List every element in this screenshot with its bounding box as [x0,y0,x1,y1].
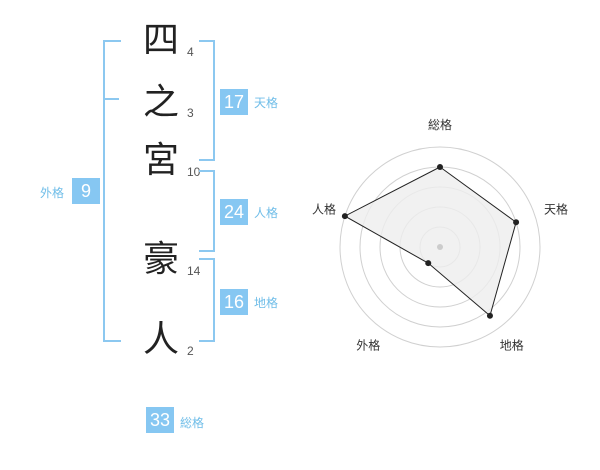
stroke-count-1: 4 [187,45,194,59]
soukaku-value-badge: 33 [146,407,174,433]
name-char-3: 宮 [143,140,180,181]
name-char-4: 豪 [143,239,180,280]
radar-area [343,166,517,317]
radar-point-5 [341,213,348,220]
chikaku-label: 地格 [254,296,279,310]
jinkaku-value-badge: 24 [220,199,248,225]
radar-axis-label-2: 天格 [544,201,568,216]
tenkaku-label: 天格 [254,96,279,110]
tenkaku-value-badge: 17 [220,89,248,115]
name-char-2: 之 [143,82,180,123]
name-char-5: 人 [143,319,180,360]
radar-point-3 [486,312,493,319]
jinkaku-label: 人格 [254,206,279,220]
gaikaku-label: 外格 [40,186,65,200]
radar-center-dot [437,244,443,250]
radar-ring [339,146,541,348]
tenkaku-bracket [199,40,215,161]
radar-axis-label-4: 外格 [356,338,380,353]
stroke-count-5: 2 [187,344,194,358]
radar-axis-label-1: 総格 [428,117,452,132]
gaikaku-bracket-divider [105,98,119,100]
stroke-count-4: 14 [187,264,201,278]
radar-point-4 [425,260,432,267]
gaikaku-bracket [103,40,121,342]
radar-point-2 [513,219,520,226]
chikaku-bracket [199,258,215,342]
radar-axis-label-5: 人格 [312,201,336,216]
stroke-count-3: 10 [187,165,201,179]
name-char-1: 四 [143,20,180,61]
radar-point-1 [437,164,443,170]
chikaku-value-badge: 16 [220,289,248,315]
radar-axis-label-3: 地格 [500,338,524,353]
gaikaku-value-badge: 9 [72,178,100,204]
jinkaku-bracket [199,170,215,252]
soukaku-label: 総格 [180,416,205,430]
stroke-count-2: 3 [187,106,194,120]
